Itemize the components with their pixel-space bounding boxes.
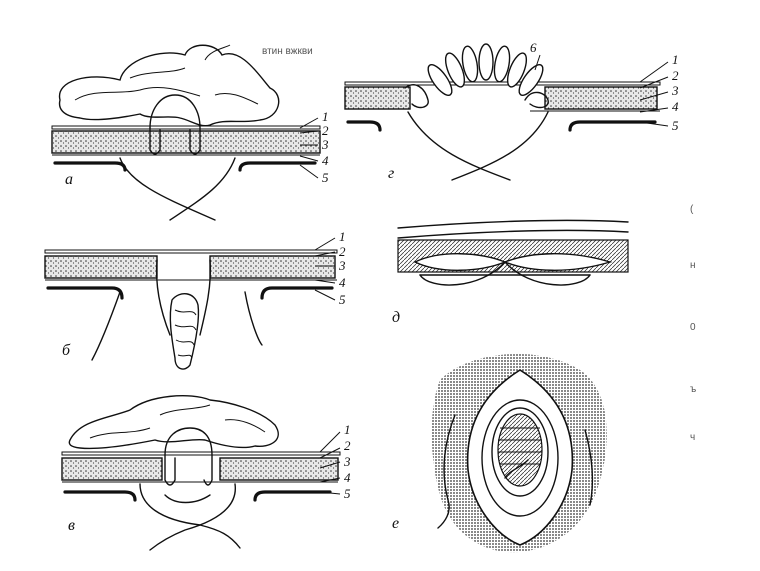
- labels-g: 1 2 3 4 5: [639, 52, 679, 133]
- layer-num-5-g: 5: [672, 118, 679, 133]
- layer-num-1-a: 1: [322, 109, 329, 124]
- panel-d: [397, 219, 629, 286]
- layer-num-2-a: 2: [322, 123, 329, 138]
- layer-num-2-b: 2: [339, 244, 346, 259]
- stoma-stitches-e: [498, 427, 542, 465]
- layer-num-5-a: 5: [322, 170, 329, 185]
- layer-num-4-a: 4: [322, 153, 329, 168]
- layer-num-4-v: 4: [344, 470, 351, 485]
- intestine-loops-v: [68, 395, 279, 450]
- panel-v: [61, 395, 341, 551]
- layer-num-2-v: 2: [344, 438, 351, 453]
- panel-e-letter: е: [392, 515, 399, 532]
- layer-num-1-v: 1: [344, 422, 351, 437]
- mucosa-fan-g: [404, 43, 549, 109]
- side-mark-1: (: [690, 204, 694, 215]
- side-mark-5: ч: [690, 432, 695, 443]
- tissue-layer-g-left: [344, 86, 411, 110]
- panel-e: [431, 353, 607, 553]
- side-marks: ( н 0 ъ ч: [690, 204, 696, 443]
- labels-b: 1 2 3 4 5: [314, 229, 346, 307]
- tissue-layer-b-left: [44, 255, 158, 279]
- panel-d-letter: д: [392, 309, 400, 326]
- tissue-layer-a: [51, 130, 321, 154]
- extra-num-6: 6: [530, 40, 537, 55]
- layer-num-1-b: 1: [339, 229, 346, 244]
- layer-num-1-g: 1: [672, 52, 679, 67]
- side-mark-3: 0: [690, 322, 696, 333]
- side-mark-2: н: [690, 260, 696, 271]
- layer-num-3-b: 3: [338, 258, 346, 273]
- panel-b-letter: б: [62, 342, 71, 359]
- layer-num-3-g: 3: [671, 83, 679, 98]
- stoma-lumen-e: [497, 413, 543, 487]
- layer-num-5-v: 5: [344, 486, 351, 501]
- tissue-layer-v-left: [61, 457, 163, 481]
- panel-a: [51, 44, 321, 221]
- panel-g: [344, 43, 661, 181]
- panel-a-letter: а: [65, 171, 73, 188]
- layer-num-3-a: 3: [321, 137, 329, 152]
- intestine-loops-a: [58, 44, 280, 127]
- side-mark-4: ъ: [690, 384, 696, 395]
- layer-num-4-g: 4: [672, 99, 679, 114]
- layer-num-2-g: 2: [672, 68, 679, 83]
- tissue-layer-g-right: [544, 86, 658, 110]
- labels-v: 1 2 3 4 5: [319, 422, 351, 501]
- panel-v-letter: в: [68, 517, 75, 534]
- tissue-layer-b-right: [209, 255, 336, 279]
- panel-b: [44, 249, 338, 370]
- layer-num-4-b: 4: [339, 275, 346, 290]
- labels-a: 1 2 3 4 5: [299, 109, 329, 185]
- panel-g-letter: г: [388, 165, 394, 182]
- layer-num-3-v: 3: [343, 454, 351, 469]
- tissue-layer-v-right: [219, 457, 339, 481]
- layer-num-5-b: 5: [339, 292, 346, 307]
- header-noise-text: втин вжкви: [262, 46, 313, 57]
